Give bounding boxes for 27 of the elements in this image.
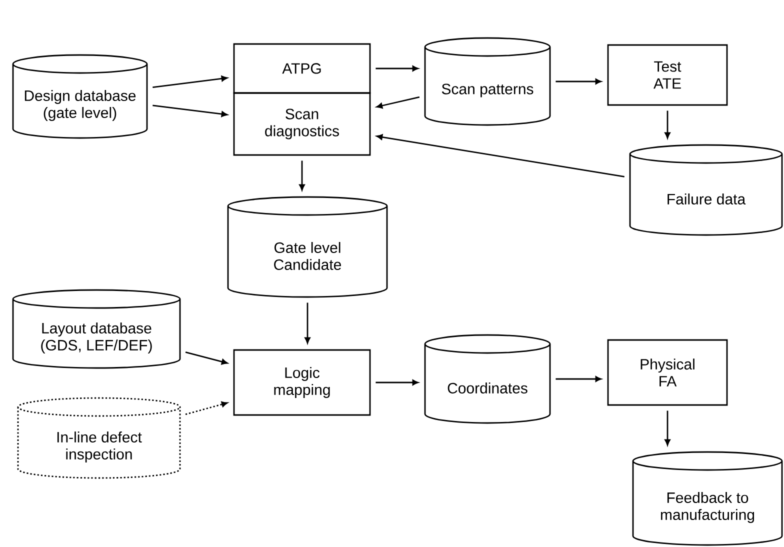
database-cylinder: Coordinates [424,334,551,424]
process-box: Test ATE [607,44,728,106]
arrow [664,410,670,446]
arrow [376,96,420,109]
database-cylinder: In-line defect inspection [17,397,181,479]
process-box: Scan diagnostics [233,92,371,156]
arrow [376,380,418,386]
database-cylinder: Gate level Candidate [227,196,388,298]
arrow [299,160,305,190]
database-cylinder: Scan patterns [424,37,551,126]
arrow [304,302,310,344]
database-cylinder: Layout database (GDS, LEF/DEF) [12,289,181,369]
arrow [376,134,624,178]
arrow [556,78,602,84]
arrow [152,104,228,117]
process-box: ATPG [233,43,371,94]
process-box: Physical FA [607,339,728,406]
arrow [556,376,602,382]
database-cylinder: Failure data [629,144,783,236]
arrow [185,352,228,365]
process-box: Logic mapping [233,349,371,416]
arrow [664,110,670,138]
database-cylinder: Design database (gate level) [12,54,148,139]
arrow [152,76,228,88]
database-cylinder: Feedback to manufacturing [632,451,783,546]
arrow [185,401,228,416]
arrow [376,66,418,72]
